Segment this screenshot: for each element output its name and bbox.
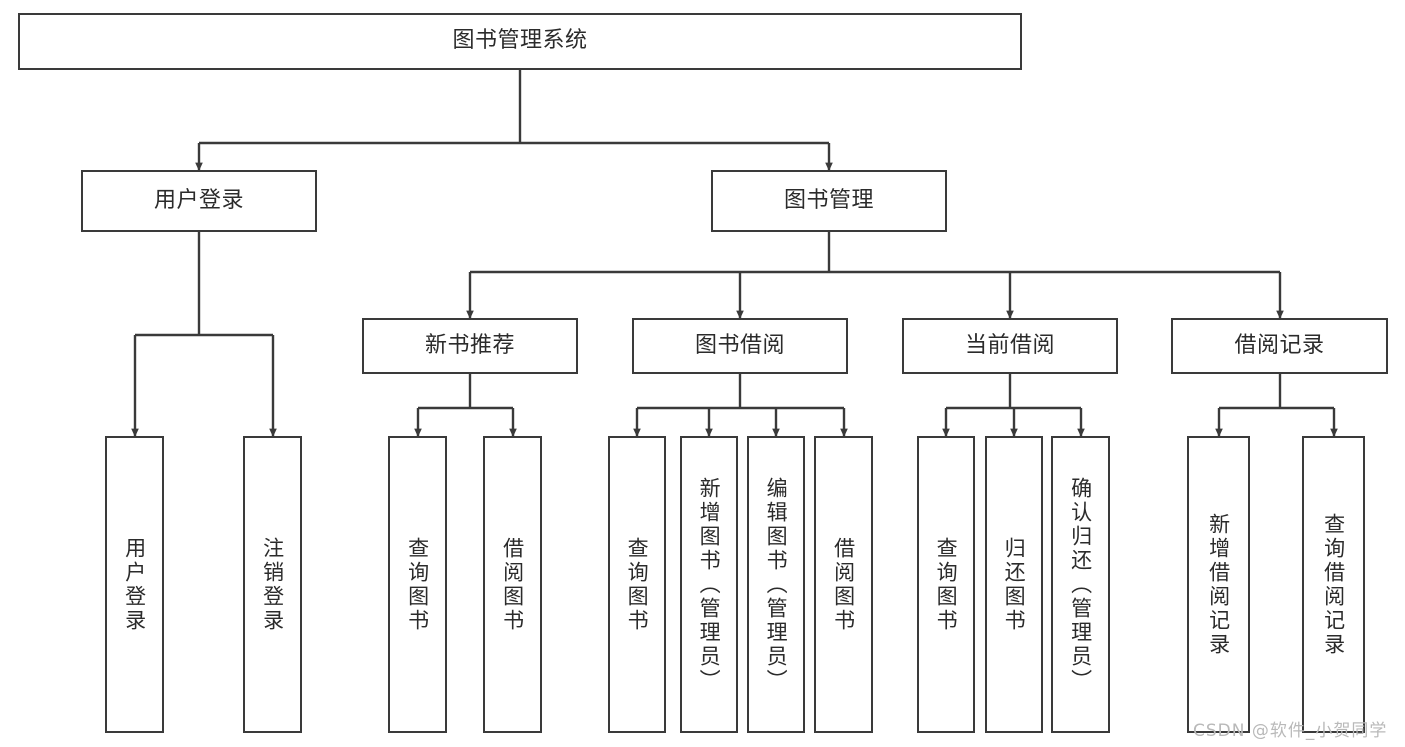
node-label: 新增图书（管理员） [697, 476, 722, 693]
node-label: 编辑图书（管理员） [764, 476, 789, 693]
node-leaf_7[interactable]: 借阅图书 [814, 436, 873, 733]
node-leaf_9[interactable]: 归还图书 [985, 436, 1043, 733]
watermark-text: CSDN @软件_小贺同学 [1193, 721, 1388, 741]
node-leaf_0[interactable]: 用户登录 [105, 436, 164, 733]
node-leaf_12[interactable]: 查询借阅记录 [1302, 436, 1365, 733]
node-leaf_11[interactable]: 新增借阅记录 [1187, 436, 1250, 733]
node-label: 图书管理系统 [452, 28, 588, 54]
node-label: 图书管理 [783, 187, 874, 213]
node-leaf_10[interactable]: 确认归还（管理员） [1051, 436, 1110, 733]
node-label: 确认归还（管理员） [1068, 476, 1093, 693]
node-label: 查询借阅记录 [1321, 512, 1346, 657]
node-label: 借阅图书 [831, 536, 856, 633]
node-l3_2[interactable]: 当前借阅 [902, 318, 1118, 374]
node-leaf_2[interactable]: 查询图书 [388, 436, 447, 733]
node-label: 借阅图书 [500, 536, 525, 633]
node-l3_3[interactable]: 借阅记录 [1171, 318, 1388, 374]
node-label: 查询图书 [405, 536, 430, 633]
node-leaf_4[interactable]: 查询图书 [608, 436, 666, 733]
node-leaf_8[interactable]: 查询图书 [917, 436, 975, 733]
node-label: 借阅记录 [1234, 332, 1325, 358]
node-label: 新增借阅记录 [1206, 512, 1231, 657]
node-root[interactable]: 图书管理系统 [18, 13, 1022, 70]
node-l3_1[interactable]: 图书借阅 [632, 318, 848, 374]
node-label: 查询图书 [934, 536, 959, 633]
node-label: 图书借阅 [694, 332, 785, 358]
node-label: 用户登录 [153, 187, 244, 213]
node-label: 查询图书 [625, 536, 650, 633]
node-label: 用户登录 [122, 536, 147, 633]
node-label: 当前借阅 [964, 332, 1055, 358]
wire-group [131, 70, 1338, 437]
node-leaf_3[interactable]: 借阅图书 [483, 436, 542, 733]
node-l3_0[interactable]: 新书推荐 [362, 318, 578, 374]
node-l2_0[interactable]: 用户登录 [81, 170, 317, 232]
node-label: 注销登录 [260, 536, 285, 633]
node-label: 归还图书 [1002, 536, 1027, 633]
node-leaf_6[interactable]: 编辑图书（管理员） [747, 436, 805, 733]
node-leaf_1[interactable]: 注销登录 [243, 436, 302, 733]
node-label: 新书推荐 [424, 332, 515, 358]
node-l2_1[interactable]: 图书管理 [711, 170, 947, 232]
node-leaf_5[interactable]: 新增图书（管理员） [680, 436, 738, 733]
